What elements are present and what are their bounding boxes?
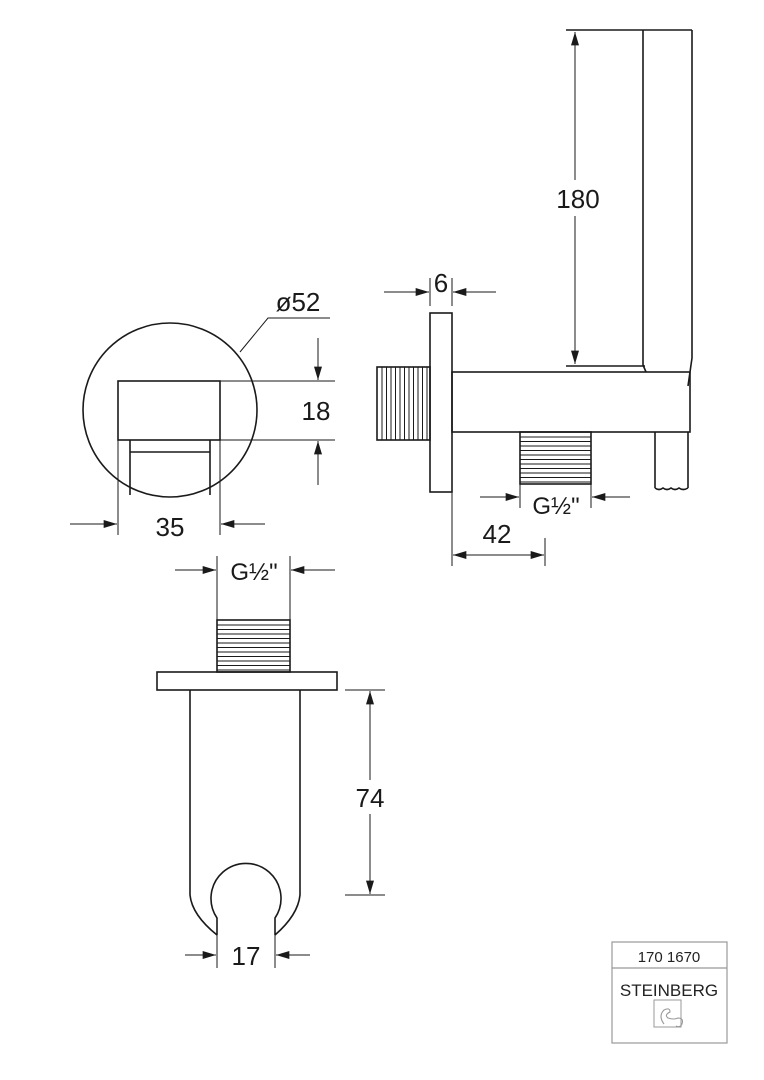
dim-17-label: 17: [232, 941, 261, 971]
inlet-thread: [376, 366, 431, 441]
wall-flange: [429, 312, 453, 493]
front-view: 35 18 ø52: [70, 287, 335, 542]
rosette: [82, 322, 258, 498]
side-view: 180 6 G½" 42: [376, 29, 693, 566]
hose-stub: [654, 432, 689, 491]
dim-diameter-label: ø52: [276, 287, 321, 317]
outlet-thread: [519, 431, 592, 485]
bottom-flange: [156, 671, 338, 691]
bottom-view: G½" 17 74: [156, 556, 392, 971]
dim-18-label: 18: [302, 396, 331, 426]
outlet-thread-lines: [520, 436, 591, 483]
article-number: 170 1670: [638, 949, 701, 966]
dim-35-label: 35: [156, 512, 185, 542]
inlet-thread-lines: [381, 367, 428, 440]
holder-section: [129, 440, 211, 495]
brand-logo-icon: [653, 999, 684, 1028]
brand-name: STEINBERG: [620, 981, 718, 1000]
dim-74-label: 74: [356, 783, 385, 813]
hand-shower: [642, 29, 693, 387]
top-thread-lines: [217, 624, 290, 671]
dim-6-label: 6: [434, 268, 448, 298]
top-thread: [216, 619, 291, 673]
dim-thread-bottom-label: G½": [230, 559, 277, 586]
dim-thread-side-label: G½": [532, 493, 579, 520]
dim-180-label: 180: [556, 184, 599, 214]
arm: [451, 371, 691, 433]
dim-42-label: 42: [483, 519, 512, 549]
diameter-leader: [239, 317, 330, 353]
holder-body: [189, 690, 301, 936]
title-block: 170 1670 STEINBERG: [611, 941, 728, 1044]
arm-section: [117, 380, 221, 441]
